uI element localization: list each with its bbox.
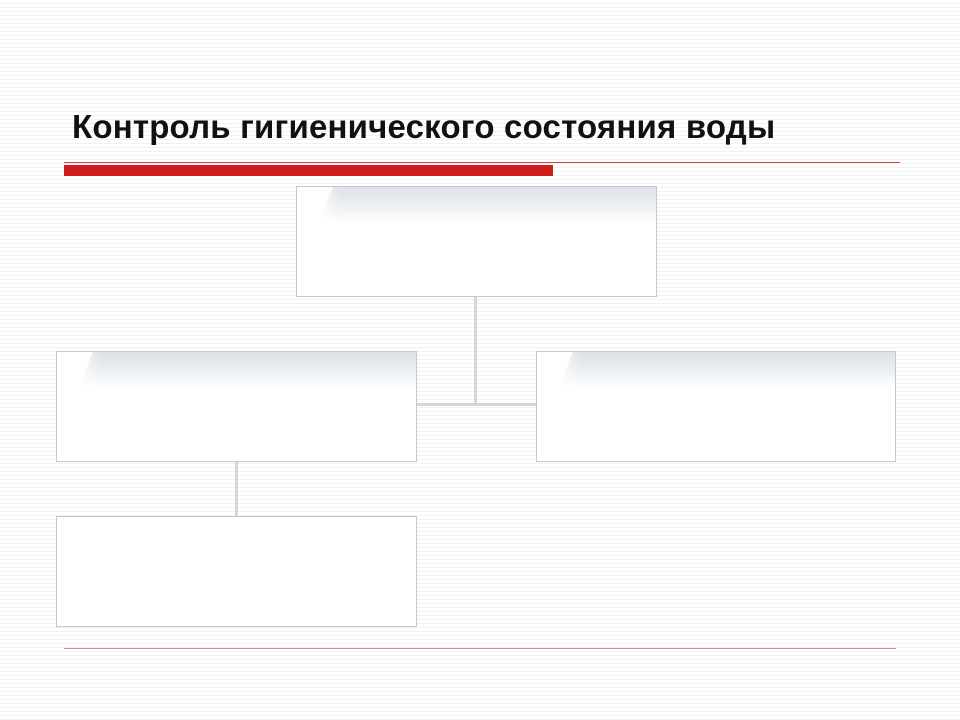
- connector-horizontal: [416, 403, 537, 406]
- slide-title: Контроль гигиенического состояния воды: [72, 108, 776, 145]
- footer-rule: [64, 648, 896, 649]
- diagram-node-left-child-text: [57, 517, 416, 626]
- diagram-node-right: [536, 351, 896, 462]
- diagram-node-root-text: [297, 187, 656, 296]
- diagram-node-left-child: [56, 516, 417, 627]
- connector-root-down: [474, 296, 477, 406]
- connector-left-down: [235, 461, 238, 517]
- title-rule-thin: [64, 162, 900, 163]
- diagram-node-left-text: [57, 352, 416, 461]
- title-rule-accent-bar: [64, 165, 553, 176]
- diagram-node-root: [296, 186, 657, 297]
- diagram-node-left: [56, 351, 417, 462]
- diagram-node-right-text: [537, 352, 895, 461]
